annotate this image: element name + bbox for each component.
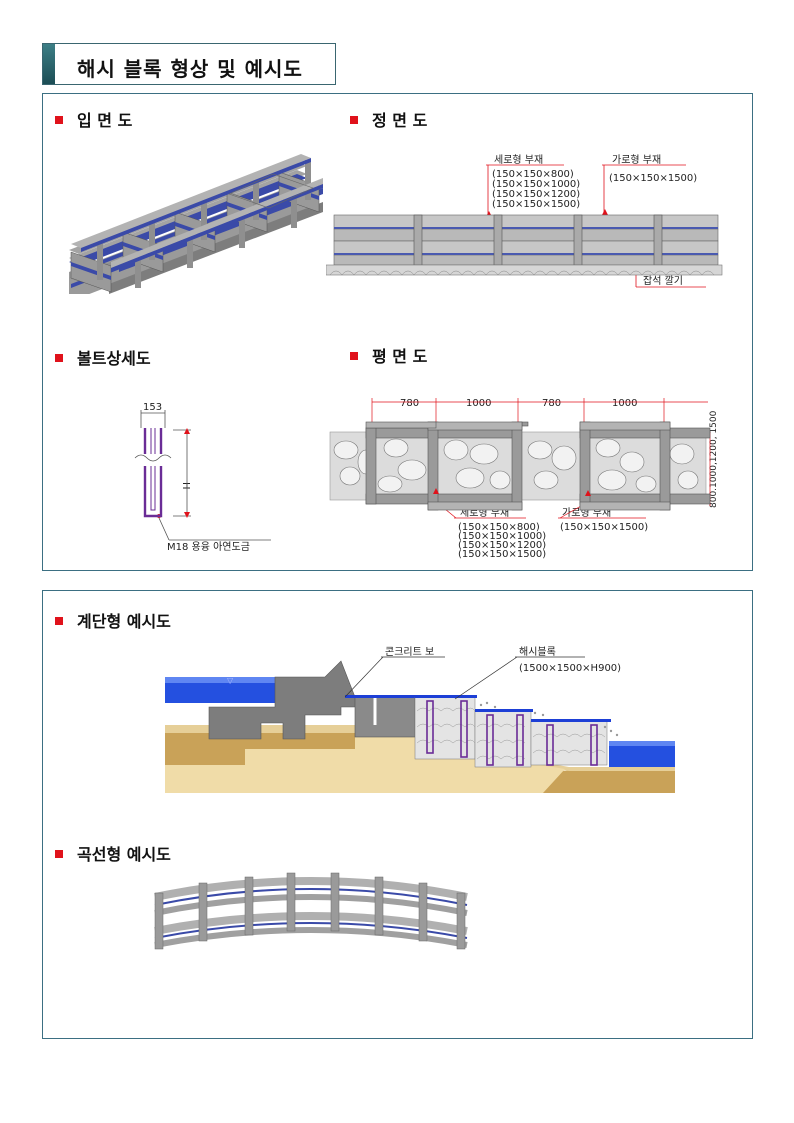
front-view-figure: 세로형 부재 (150×150×800) (150×150×1000) (150… xyxy=(326,154,723,288)
panel-example-drawings: 계단형 예시도 콘크리트 보 해시블록 (1500×1500×H900) xyxy=(42,590,753,1039)
bolt-height-dim: H xyxy=(180,482,191,490)
bullet-icon xyxy=(55,354,63,362)
plan-dim-1: 780 xyxy=(400,398,419,409)
bullet-icon xyxy=(350,352,358,360)
front-vertical-size-2: (150×150×1000) xyxy=(492,179,580,190)
heading-bolt-detail: 볼트상세도 xyxy=(55,345,151,369)
plan-dim-4: 1000 xyxy=(612,398,637,409)
bolt-label: M18 용융 아연도금 xyxy=(167,541,250,553)
curved-block-frame xyxy=(154,872,468,950)
page-title-box: 해시 블록 형상 및 예시도 xyxy=(42,43,336,85)
plan-vertical-size-4: (150×150×1500) xyxy=(458,549,546,560)
front-horizontal-member-label: 가로형 부재 xyxy=(612,154,661,166)
stepped-example-figure: 콘크리트 보 해시블록 (1500×1500×H900) xyxy=(165,645,675,793)
plan-view-figure: 780 1000 780 1000 800.1000,1200, 1500 세로… xyxy=(329,398,719,560)
heading-plan: 평 면 도 xyxy=(350,343,427,367)
bullet-icon xyxy=(55,850,63,858)
concrete-beam-label: 콘크리트 보 xyxy=(385,646,434,658)
bullet-icon xyxy=(350,116,358,124)
page-title: 해시 블록 형상 및 예시도 xyxy=(77,57,303,81)
front-vertical-member-label: 세로형 부재 xyxy=(494,154,543,166)
elevation-isometric-figure xyxy=(69,154,323,294)
front-base-label: 잡석 깔기 xyxy=(643,275,683,287)
block-label: 해시블록 xyxy=(519,645,556,658)
heading-front: 정 면 도 xyxy=(350,107,427,131)
front-vertical-size-1: (150×150×800) xyxy=(492,169,574,180)
title-accent-bar xyxy=(43,44,55,84)
panel-shape-drawings: 입 면 도 xyxy=(42,93,753,571)
front-vertical-size-4: (150×150×1500) xyxy=(492,199,580,210)
plan-vertical-size-2: (150×150×1000) xyxy=(458,531,546,542)
plan-dim-2: 1000 xyxy=(466,398,491,409)
heading-elevation: 입 면 도 xyxy=(55,107,132,131)
isometric-block-frame xyxy=(69,154,323,294)
block-size: (1500×1500×H900) xyxy=(519,663,621,674)
bolt-width-dim: 153 xyxy=(143,402,162,413)
plan-dim-3: 780 xyxy=(542,398,561,409)
plan-vertical-size-1: (150×150×800) xyxy=(458,522,540,533)
plan-side-dim: 800.1000,1200, 1500 xyxy=(709,410,719,508)
front-horizontal-member-size: (150×150×1500) xyxy=(609,173,697,184)
heading-stepped-example: 계단형 예시도 xyxy=(55,608,171,632)
heading-curved-example: 곡선형 예시도 xyxy=(55,841,171,865)
bolt-detail-figure: 153 H M18 용융 아연도금 xyxy=(134,402,271,553)
plan-horizontal-member-size: (150×150×1500) xyxy=(560,522,648,533)
curved-example-figure xyxy=(154,872,468,950)
front-vertical-size-3: (150×150×1200) xyxy=(492,189,580,200)
plan-vertical-size-3: (150×150×1200) xyxy=(458,540,546,551)
bullet-icon xyxy=(55,116,63,124)
bullet-icon xyxy=(55,617,63,625)
water-level-mark: ▽ xyxy=(227,676,234,685)
